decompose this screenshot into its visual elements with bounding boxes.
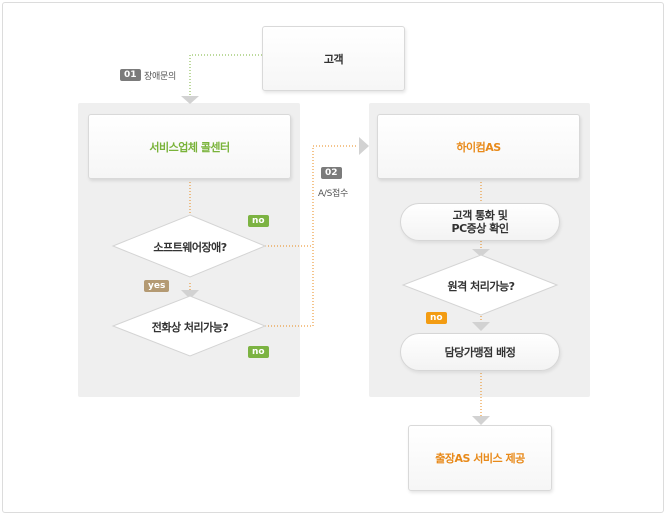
decision-remote-solvable-shape [401,254,559,316]
hicomp-label: 하이컴AS [456,140,501,154]
step1-label: 장애문의 [144,72,176,82]
call-center-box: 서비스업체 콜센터 [88,114,291,179]
arrow-to-assign [472,322,490,331]
call-verify-line1: 고객 통화 및 [452,209,508,222]
hicomp-box: 하이컴AS [377,114,580,179]
arrow-to-phoneq [181,290,199,299]
no-badge-remote: no [426,312,447,324]
no-badge-software: no [248,215,269,227]
customer-box: 고객 [262,26,405,91]
no-badge-phone: no [248,346,269,358]
arrow-to-hicomp [359,137,369,155]
arrow-to-callcenter [181,96,199,104]
step2-badge: 02 [321,167,342,179]
onsite-service-box: 출장AS 서비스 제공 [408,425,552,491]
connector-customer-to-callcenter [189,54,262,96]
call-verify-pill: 고객 통화 및 PC증상 확인 [400,203,560,241]
step1-badge: 01 [120,69,141,81]
call-verify-line2: PC증상 확인 [451,222,509,235]
connector-phoneq-no [265,145,358,327]
software-issue-label: 소프트웨어장애? [153,241,227,254]
arrow-to-onsite [472,416,490,425]
arrow-to-remote [472,249,490,257]
yes-badge-software: yes [144,280,170,292]
onsite-service-label: 출장AS 서비스 제공 [435,452,525,465]
phone-solvable-label: 전화상 처리가능? [151,321,229,334]
assign-store-label: 담당가맹점 배정 [444,345,516,359]
decision-software-issue-shape [111,214,267,278]
customer-label: 고객 [323,52,344,66]
remote-solvable-label: 원격 처리가능? [447,280,515,293]
call-center-label: 서비스업체 콜센터 [149,140,230,154]
decision-phone-solvable-shape [111,295,267,357]
assign-store-pill: 담당가맹점 배정 [400,333,560,371]
step2-label: A/S접수 [318,189,348,199]
